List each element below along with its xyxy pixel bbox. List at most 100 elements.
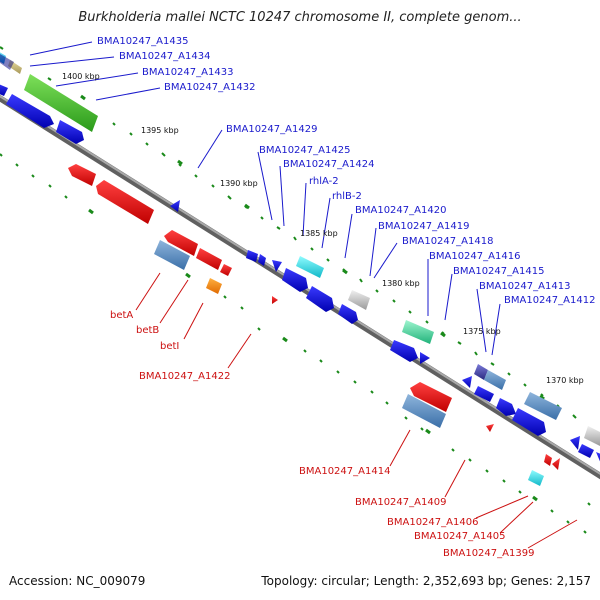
- ruler-label: 1400 kbp: [62, 72, 100, 81]
- forward-gene[interactable]: [6, 94, 54, 128]
- ruler-tick: [145, 142, 149, 146]
- forward-gene[interactable]: [390, 340, 418, 362]
- ruler-tick: [485, 469, 489, 473]
- ruler-tick: [194, 174, 198, 178]
- major-tick: [342, 268, 348, 275]
- forward-gene-mint[interactable]: [402, 320, 434, 344]
- forward-gene[interactable]: [338, 304, 358, 324]
- forward-gene[interactable]: [578, 444, 594, 458]
- reverse-gene[interactable]: [68, 164, 96, 186]
- reverse-gene[interactable]: [164, 230, 198, 256]
- major-tick: [244, 203, 250, 210]
- forward-gene[interactable]: [570, 436, 580, 450]
- reverse-gene[interactable]: [544, 454, 552, 466]
- forward-gene-green[interactable]: [24, 74, 98, 132]
- major-tick: [282, 336, 288, 343]
- gene-label[interactable]: BMA10247_A1412: [504, 295, 595, 306]
- ruler-tick: [223, 295, 227, 299]
- forward-gene[interactable]: [474, 386, 494, 402]
- gene-label[interactable]: BMA10247_A1420: [355, 205, 446, 216]
- leader-line: [302, 182, 307, 237]
- forward-gene[interactable]: [306, 286, 334, 312]
- reverse-gene-steel[interactable]: [402, 394, 446, 428]
- forward-gene-purple[interactable]: [474, 364, 488, 380]
- reverse-gene-labels: betA betB betI BMA10247_A1422 BMA10247_A…: [110, 310, 534, 559]
- gene-label[interactable]: BMA10247_A1424: [283, 159, 374, 170]
- ruler-tick: [359, 278, 363, 283]
- gene-label[interactable]: BMA10247_A1434: [119, 51, 210, 62]
- gene-label[interactable]: BMA10247_A1414: [299, 466, 390, 477]
- ruler-tick: [227, 195, 232, 200]
- ruler-tick: [319, 359, 323, 363]
- ruler-tick: [523, 383, 527, 387]
- gene-label[interactable]: BMA10247_A1399: [443, 548, 534, 559]
- gene-label[interactable]: BMA10247_A1406: [387, 517, 478, 528]
- ruler-tick: [507, 372, 511, 376]
- forward-gene[interactable]: [258, 254, 266, 266]
- leader-line: [29, 41, 93, 56]
- ruler-tick: [587, 502, 591, 506]
- gene-label[interactable]: rhlB-2: [332, 191, 362, 202]
- ruler-tick: [129, 132, 133, 136]
- forward-strand-features: [0, 52, 600, 466]
- ruler-tick: [326, 258, 330, 262]
- forward-gene-grey[interactable]: [584, 426, 600, 446]
- ruler-tick: [257, 327, 261, 331]
- gene-label[interactable]: BMA10247_A1409: [355, 497, 446, 508]
- reverse-gene-cyan[interactable]: [528, 470, 544, 486]
- reverse-gene-orange[interactable]: [206, 278, 222, 294]
- map-title: Burkholderia mallei NCTC 10247 chromosom…: [78, 10, 522, 25]
- ruler-tick: [474, 351, 478, 356]
- major-tick: [425, 428, 431, 435]
- major-tick: [177, 159, 183, 166]
- forward-gene[interactable]: [596, 452, 600, 466]
- forward-gene[interactable]: [496, 398, 516, 416]
- reverse-gene[interactable]: [410, 382, 452, 412]
- forward-gene[interactable]: [56, 120, 84, 144]
- gene-label[interactable]: rhlA-2: [309, 176, 339, 187]
- ruler-tick: [518, 490, 522, 494]
- forward-gene[interactable]: [272, 260, 282, 272]
- reverse-gene[interactable]: [220, 264, 232, 276]
- gene-label[interactable]: betI: [160, 341, 179, 352]
- forward-gene[interactable]: [282, 268, 308, 292]
- gene-label[interactable]: BMA10247_A1429: [226, 124, 317, 135]
- forward-gene[interactable]: [170, 200, 180, 212]
- ruler-label: 1380 kbp: [382, 279, 420, 288]
- reverse-gene[interactable]: [96, 180, 154, 224]
- forward-gene[interactable]: [246, 250, 258, 262]
- gene-label[interactable]: BMA10247_A1418: [402, 236, 493, 247]
- ruler-label: 1390 kbp: [220, 179, 258, 188]
- reverse-gene-steel[interactable]: [154, 240, 190, 270]
- gene-label[interactable]: BMA10247_A1405: [414, 531, 505, 542]
- ruler-tick: [0, 153, 3, 157]
- forward-gene[interactable]: [420, 352, 430, 364]
- gene-label[interactable]: BMA10247_A1432: [164, 82, 255, 93]
- ruler-tick: [425, 320, 429, 324]
- gene-label[interactable]: BMA10247_A1435: [97, 36, 188, 47]
- forward-gene-steel[interactable]: [524, 392, 562, 420]
- leader-line: [389, 429, 411, 467]
- reverse-gene[interactable]: [552, 458, 560, 470]
- reverse-gene[interactable]: [272, 296, 278, 304]
- forward-gene-cyan[interactable]: [296, 256, 324, 278]
- reverse-gene[interactable]: [486, 424, 494, 432]
- gene-label[interactable]: BMA10247_A1425: [259, 145, 350, 156]
- forward-gene[interactable]: [0, 54, 14, 70]
- forward-gene-grey[interactable]: [348, 290, 370, 310]
- leader-line: [373, 242, 398, 279]
- gene-label[interactable]: BMA10247_A1422: [139, 371, 230, 382]
- reverse-gene[interactable]: [196, 248, 222, 270]
- ruler-tick: [15, 163, 19, 167]
- gene-label[interactable]: betB: [136, 325, 159, 336]
- gene-label[interactable]: BMA10247_A1415: [453, 266, 544, 277]
- forward-gene[interactable]: [0, 82, 8, 96]
- gene-label[interactable]: BMA10247_A1413: [479, 281, 570, 292]
- gene-label[interactable]: BMA10247_A1416: [429, 251, 520, 262]
- forward-gene[interactable]: [512, 408, 546, 436]
- gene-label[interactable]: BMA10247_A1433: [142, 67, 233, 78]
- gene-label[interactable]: BMA10247_A1419: [378, 221, 469, 232]
- gene-label[interactable]: betA: [110, 310, 133, 321]
- forward-gene[interactable]: [462, 376, 472, 388]
- forward-gene-steel[interactable]: [484, 370, 506, 390]
